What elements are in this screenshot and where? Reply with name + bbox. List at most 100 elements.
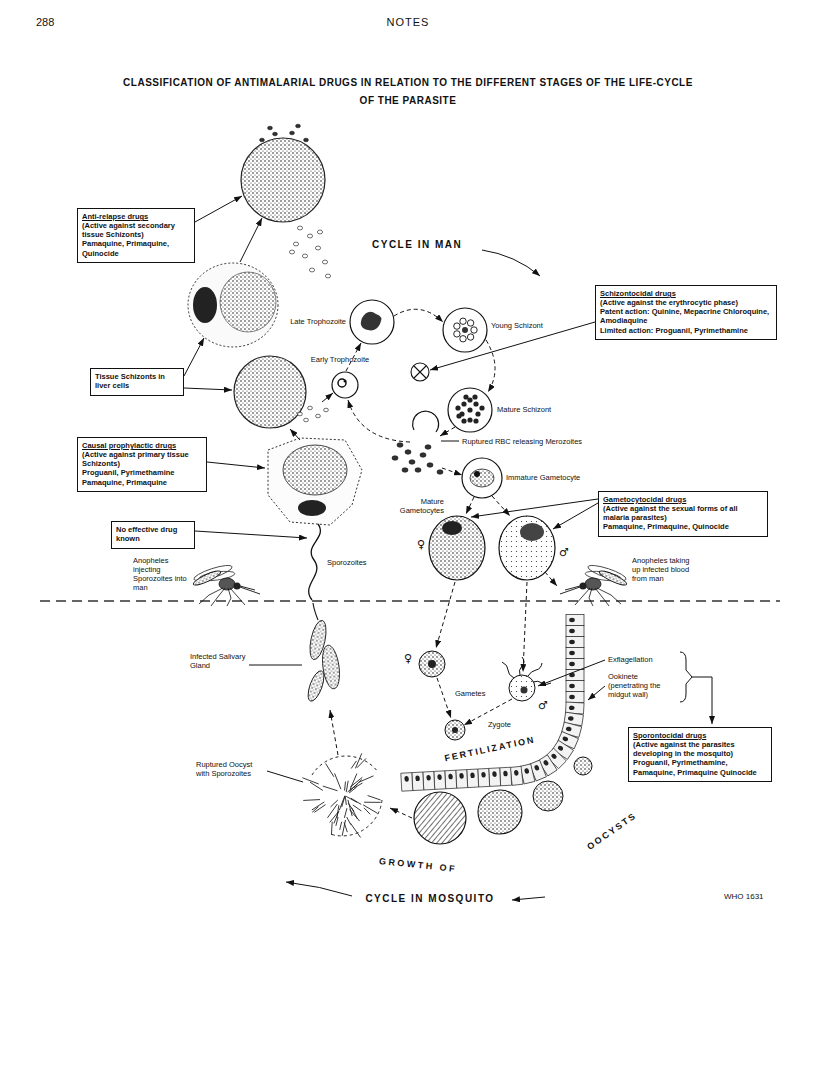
cell-nucleus [569,651,575,655]
red-blood-cell [448,388,492,432]
merozoite [392,456,398,461]
cycle-direction-arrow [512,897,545,900]
cell-nucleus [503,771,508,777]
stage-label: Ruptured RBC releasing Merozoites [462,437,592,446]
invasion-arrow [322,393,333,402]
merozoite [420,453,426,458]
epithelial-cell [566,637,584,648]
male-gametocyte [499,516,555,580]
gamete-nucleus [521,687,528,694]
zygote [445,720,465,740]
cell-wall [566,626,584,637]
merozoite [293,242,298,246]
schizont-nucleus [460,336,466,342]
cell-nucleus [459,773,464,779]
mosquito-proboscis [560,586,580,594]
merozoite [322,260,327,264]
stage-label: Late Trophozoite [268,317,346,326]
sporozoite [327,804,337,818]
cycle-label: CYCLE IN MOSQUITO [345,893,515,905]
leader-line [267,771,303,782]
running-head: NOTES [358,16,458,29]
epithelial-cell [566,648,584,659]
box-heading: Sporontocidal drugs [633,731,767,740]
sporozoite [344,808,347,818]
merozoite [402,468,408,473]
male-gamete-flagellum [528,663,542,676]
epithelial-cell [566,681,584,692]
cell-nucleus [569,640,575,644]
drug-class-box: Sporontocidal drugs(Active against the p… [628,727,772,782]
vector-label: Anopheles taking up infected blood from … [632,556,694,583]
sporozoite [351,808,357,819]
merozoite [308,406,313,410]
merozoite [260,138,265,142]
merozoite [461,418,466,423]
stage-box: Tissue Schizonts in liver cells [90,368,184,396]
cycle-arrow [330,710,338,755]
box-text: (Active against the sexual forms of all … [603,504,763,522]
epithelial-cell [456,770,468,789]
merozoite [296,124,301,128]
stage-label: Sporozoites [327,558,387,567]
cell-wall [423,771,435,790]
merozoite [315,246,320,250]
cell-nucleus [514,770,519,776]
development-arrow [290,429,300,440]
schizont-nucleus [460,318,466,324]
pigment [462,327,468,333]
schizont-nucleus [454,331,460,337]
stage-label: Mature Schizont [497,405,577,414]
merozoite [475,411,480,416]
merozoite [461,401,466,406]
trophozoite [361,312,381,331]
red-blood-cell [332,372,358,398]
gametocyte-nucleus [520,523,544,541]
cell-nucleus [534,764,540,771]
male-gamete-flagellum [519,657,524,675]
sporozoite [350,777,362,787]
cell-wall [434,771,446,790]
pointer-arrow [184,338,204,376]
sporozoite [337,805,339,818]
sporozoite [349,780,361,792]
cycle-arrow [394,309,443,322]
gamete-nucleus [428,660,436,668]
organ-label: Infected Salivary Gland [190,652,246,670]
merozoite [297,226,302,230]
box-heading: No effective drug known [116,525,190,543]
cell-wall [412,772,424,791]
merozoite [472,394,477,399]
box-heading: Anti-relapse drugs [82,212,190,221]
salivary-gland-lobe [305,669,327,703]
drug-action-symbol [411,363,429,381]
cell-wall [489,768,501,787]
stage-label: Mature Gametocytes [392,497,444,515]
schizont-nucleus [467,334,473,340]
cell-nucleus [524,768,530,774]
cycle-direction-arrow [482,250,540,276]
epithelial-cell [412,772,424,791]
cell-nucleus [481,772,486,778]
pointer-arrow [538,660,605,686]
cycle-arrow [440,427,455,436]
vector-label: Anopheles injecting Sporozoites into man [133,556,191,592]
sporozoite [344,782,346,791]
merozoite [298,412,303,416]
exflagellating-male-gametocyte [509,675,535,701]
epithelial-cell [478,768,490,787]
stage-label: Ookinete (penetrating the midgut wall) [608,672,680,699]
cell-nucleus [565,726,572,732]
drug-class-box: No effective drug known [111,521,195,549]
salivary-duct [313,603,318,620]
merozoite [415,468,421,473]
chromatin-dot [344,380,347,383]
merozoite [397,443,403,448]
cycle-arrow [466,497,474,514]
sporozoite [357,758,366,767]
process-label: GROWTH OF [363,854,474,876]
mosquito-thorax [219,578,235,590]
sporozoite [312,802,324,810]
epithelial-cell [467,769,479,788]
oocyst [574,757,592,775]
